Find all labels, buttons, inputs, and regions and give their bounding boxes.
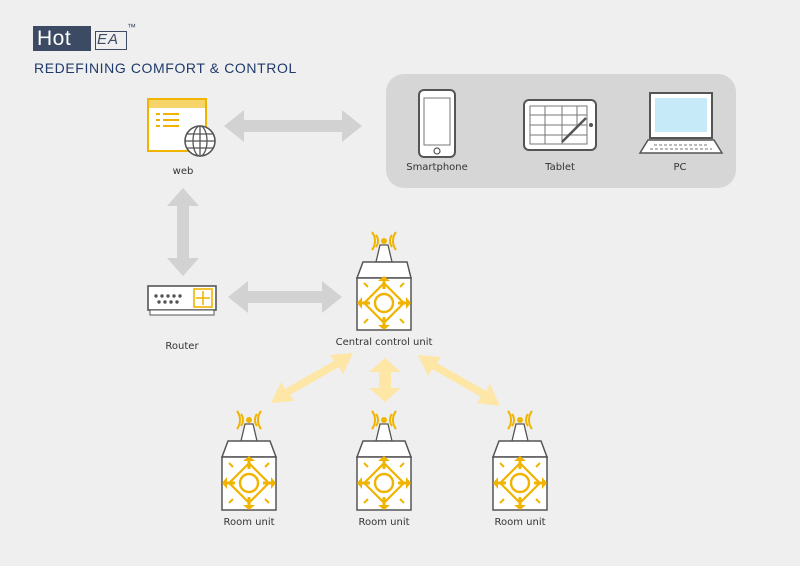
room-unit-2-icon [355,410,413,512]
router-icon [147,285,217,316]
arrow-central-room3 [418,355,500,406]
web-icon [147,98,216,157]
arrow-central-room1 [271,353,353,403]
label-room-unit-2: Room unit [358,517,410,528]
logo-word: Hot [37,27,72,50]
room-unit-1-icon [220,410,278,512]
room-unit-3-icon [491,410,549,512]
label-pc: PC [673,162,687,173]
label-smartphone: Smartphone [406,162,468,173]
logo-suffix-bracket [95,31,127,50]
trademark: ™ [127,22,136,32]
logo-word-box [33,26,91,51]
smartphone-icon [418,89,456,158]
label-central: Central control unit [335,337,433,348]
arrow-router-central [228,281,342,313]
arrow-web-router [167,188,199,276]
label-tablet: Tablet [545,162,575,173]
label-room-unit-3: Room unit [494,517,546,528]
label-router: Router [165,341,199,352]
tablet-icon [523,99,597,151]
arrow-web-devices [224,110,362,142]
arrow-central-room2 [369,358,401,402]
tagline: REDEFINING COMFORT & CONTROL [34,60,297,76]
pc-icon [638,92,724,154]
central-unit-icon [355,231,413,332]
logo-suffix: EA [97,31,120,48]
label-web: web [172,166,194,177]
label-room-unit-1: Room unit [223,517,275,528]
